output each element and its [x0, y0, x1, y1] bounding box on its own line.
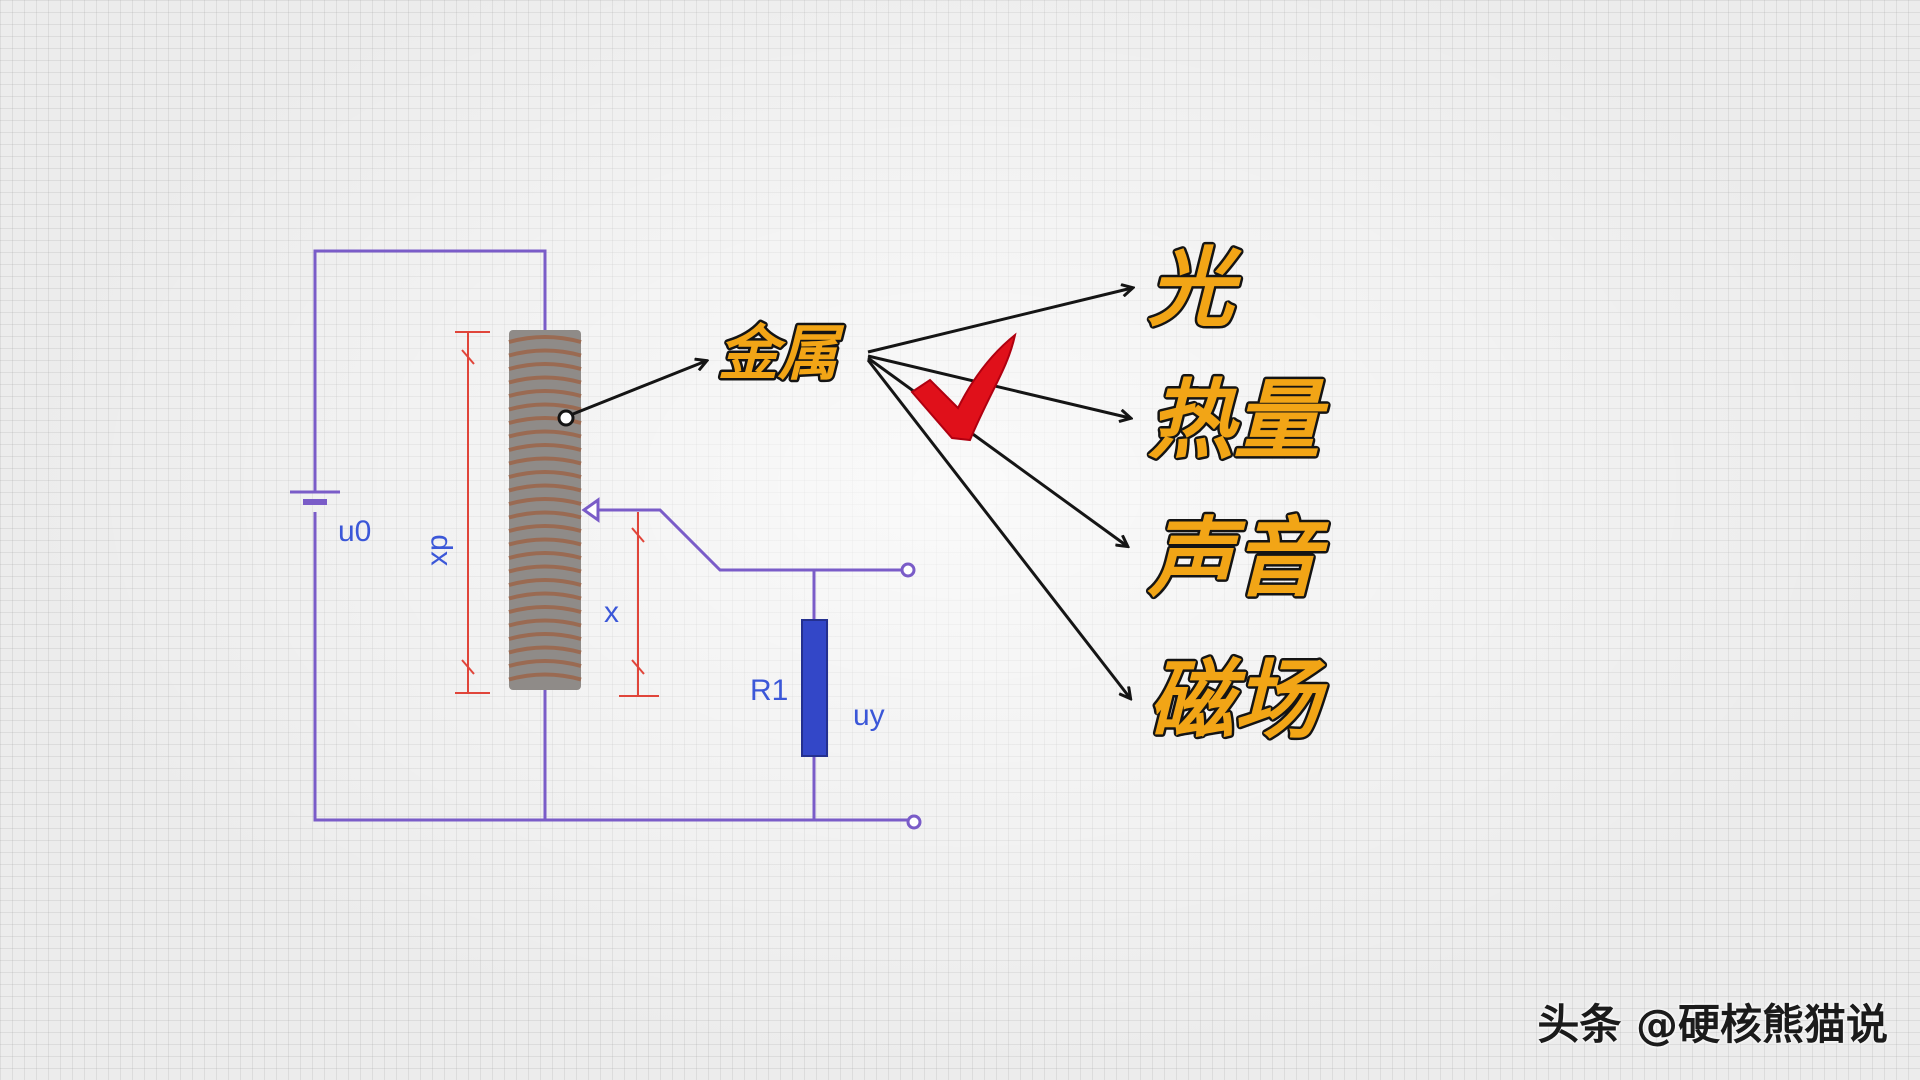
coil-turn — [508, 497, 582, 506]
coil-turn — [508, 645, 582, 655]
label-xp: xp — [421, 534, 454, 566]
output-light: 光 — [1148, 239, 1242, 339]
coil-turn — [508, 335, 582, 344]
coil-turn — [508, 416, 582, 425]
arrow-to-sound — [867, 356, 1127, 546]
coil-turn — [508, 591, 582, 601]
wiper-arrow — [581, 497, 600, 523]
coil-turn — [508, 443, 582, 452]
coil-turn — [508, 578, 582, 587]
arrow-to-heat — [867, 354, 1130, 418]
coil-turn — [508, 551, 582, 560]
coil-turn — [508, 389, 582, 398]
coil-turn — [508, 483, 582, 493]
dimension-x — [619, 512, 659, 697]
label-uy: uy — [853, 699, 885, 732]
coil-turn — [508, 375, 582, 385]
coil — [508, 330, 582, 690]
coil-turn — [508, 456, 582, 466]
arrow-to-light — [867, 288, 1132, 354]
output-terminal-bottom — [906, 814, 922, 830]
coil-turn — [508, 429, 582, 439]
coil-turn — [508, 402, 582, 412]
battery-symbol — [290, 490, 340, 505]
resistor-r1 — [801, 619, 828, 757]
output-terminal-top — [900, 562, 916, 578]
output-magnetic-field: 磁场 — [1148, 651, 1328, 751]
coil-turn — [508, 605, 582, 614]
coil-to-metal-arrow — [572, 361, 706, 416]
label-x: x — [604, 596, 619, 629]
coil-turn — [508, 470, 582, 479]
coil-turn — [508, 659, 582, 668]
dimension-xp — [455, 331, 490, 694]
branch-arrows — [866, 288, 1132, 698]
coil-turn — [508, 632, 582, 641]
label-u0: u0 — [338, 515, 371, 548]
coil-turn — [508, 672, 582, 682]
output-heat: 热量 — [1148, 371, 1329, 471]
output-sound: 声音 — [1147, 509, 1329, 609]
coil-turn — [508, 618, 582, 628]
coil-turn — [508, 564, 582, 574]
coil-turn — [508, 348, 582, 358]
arrow-to-magnetic — [866, 359, 1130, 698]
top-wire — [313, 249, 547, 492]
circuit-wires — [313, 249, 910, 822]
coil-turn — [508, 537, 582, 547]
metal-node-label: 金属 — [718, 319, 845, 389]
coil-turn — [508, 510, 582, 520]
coil-turn — [508, 362, 582, 371]
check-mark-icon — [910, 332, 1017, 442]
label-r1: R1 — [750, 674, 788, 707]
bottom-wire — [313, 512, 910, 822]
watermark: 头条 @硬核熊猫说 — [1537, 1000, 1888, 1049]
coil-pointer-dot — [557, 409, 575, 427]
coil-turn — [508, 524, 582, 533]
